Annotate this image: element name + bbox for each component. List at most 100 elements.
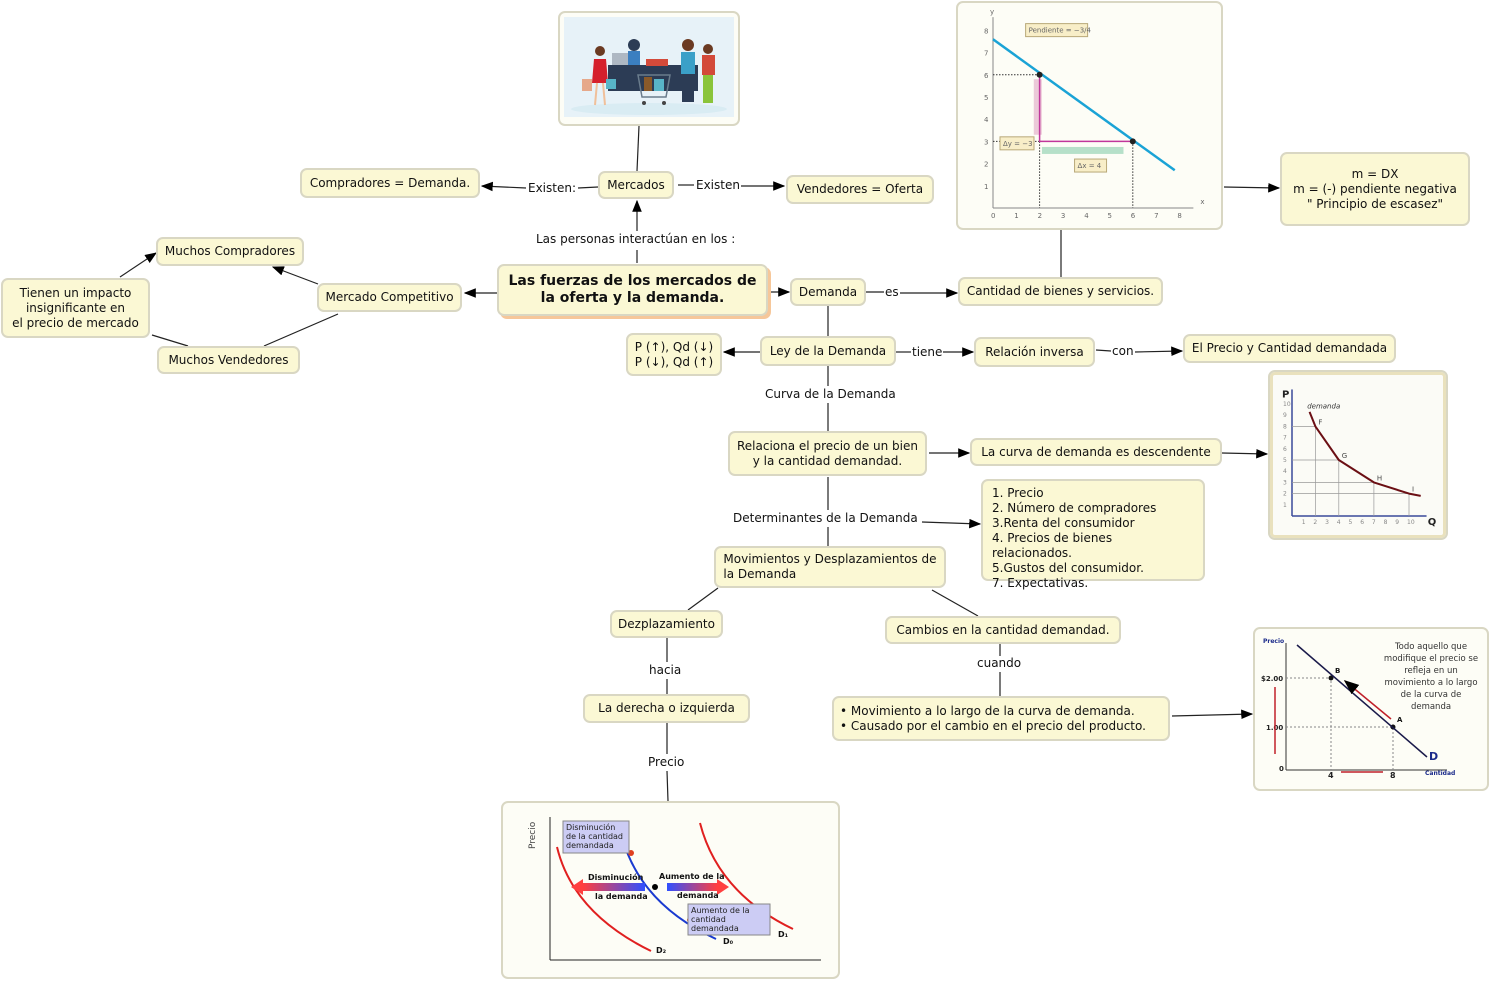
- guide-line: [1286, 726, 1394, 770]
- node-relacion-inversa[interactable]: Relación inversa: [974, 337, 1095, 367]
- x-tick-label: 8: [1177, 212, 1181, 220]
- shift-ylabel: Precio: [528, 821, 538, 849]
- link-label-es: es: [884, 285, 900, 299]
- node-cambios[interactable]: Cambios en la cantidad demandad.: [885, 616, 1121, 644]
- node-demanda[interactable]: Demanda: [790, 278, 866, 306]
- y-tick-label: 4: [1283, 468, 1287, 475]
- point-label: B: [1335, 667, 1340, 675]
- x-tick-label: 7: [1372, 519, 1376, 526]
- x-tick-label: 9: [1395, 519, 1399, 526]
- link: [687, 587, 719, 611]
- y-tick-label: 9: [1283, 412, 1287, 419]
- node-muchos-vendedores[interactable]: Muchos Vendedores: [157, 346, 300, 374]
- node-derecha-izquierda[interactable]: La derecha o izquierda: [583, 694, 750, 723]
- link-label-personas: Las personas interactúan en los :: [535, 232, 737, 246]
- node-movimiento-list[interactable]: • Movimiento a lo largo de la curva de d…: [832, 696, 1170, 741]
- dy-arrow: [1033, 79, 1042, 135]
- arrow-decrease-demand: [583, 883, 645, 891]
- x-axis-label: x: [1200, 198, 1204, 206]
- y-tick-label: 7: [984, 50, 988, 58]
- increase-demand-2: demanda: [677, 891, 719, 900]
- y-axis-label: Precio: [1263, 638, 1284, 645]
- x-tick-label: 5: [1108, 212, 1112, 220]
- link: [921, 518, 982, 529]
- data-point: [1036, 71, 1043, 78]
- price-move-arrow: [1343, 680, 1392, 720]
- node-mercado-competitivo[interactable]: Mercado Competitivo: [317, 283, 462, 312]
- y-tick-label: $2.00: [1261, 675, 1283, 683]
- link: [480, 181, 527, 192]
- node-determinantes-list[interactable]: 1. Precio 2. Número de compradores 3.Ren…: [981, 479, 1205, 590]
- main-topic-node[interactable]: Las fuerzas de los mercados de la oferta…: [497, 264, 768, 316]
- y-tick-label: 1: [1283, 502, 1287, 509]
- node-curva-descendente[interactable]: La curva de demanda es descendente: [970, 438, 1222, 466]
- link: [1095, 349, 1112, 352]
- y-tick-label: 0: [1279, 765, 1284, 773]
- x-tick-label: 4: [1084, 212, 1089, 220]
- guide-line: [1286, 677, 1332, 770]
- y-tick-label: 6: [984, 72, 989, 80]
- x-tick-label: 3: [1325, 519, 1329, 526]
- x-tick-label: 6: [1360, 519, 1364, 526]
- data-point: [1328, 675, 1334, 681]
- x-tick-label: 3: [1061, 212, 1065, 220]
- node-precio-cantidad[interactable]: El Precio y Cantidad demandada: [1183, 334, 1396, 363]
- link-label-curva: Curva de la Demanda: [764, 387, 897, 401]
- node-p-qd[interactable]: P (↑), Qd (↓) P (↓), Qd (↑): [626, 333, 722, 376]
- y-axis-label: y: [990, 8, 994, 16]
- point-label: I: [1412, 486, 1414, 494]
- demand-curve: [1308, 411, 1421, 497]
- x-tick-label: 5: [1349, 519, 1353, 526]
- link-label-tiene: tiene: [911, 345, 944, 359]
- x-axis-label: Cantidad: [1425, 770, 1455, 777]
- y-tick-label: 4: [984, 116, 989, 124]
- curve-d1: [699, 822, 794, 930]
- x-tick-label: 7: [1154, 212, 1158, 220]
- node-pendiente[interactable]: m = DX m = (-) pendiente negativa " Prin…: [1280, 152, 1470, 226]
- label-d2: D₂: [656, 946, 667, 955]
- y-axis-label: P: [1282, 389, 1289, 400]
- y-tick-label: 10: [1283, 401, 1291, 408]
- node-muchos-compradores[interactable]: Muchos Compradores: [156, 237, 304, 266]
- curve-label: D: [1429, 750, 1438, 763]
- node-vendedores-oferta[interactable]: Vendedores = Oferta: [786, 175, 934, 204]
- shopping-illustration: [558, 11, 740, 126]
- box-decrease-qty: [562, 820, 630, 854]
- x-tick-label: 1: [1302, 519, 1306, 526]
- y-tick-label: 8: [984, 27, 988, 35]
- y-tick-label: 5: [984, 94, 988, 102]
- link: [263, 313, 339, 347]
- label-d0: D₀: [723, 937, 734, 946]
- link-image-mercados: [636, 125, 640, 172]
- link-label-existen: Existen:: [527, 181, 578, 195]
- data-point: [1129, 138, 1136, 145]
- node-compradores-demanda[interactable]: Compradores = Demanda.: [300, 168, 480, 198]
- link-label-existen: Existen: [695, 178, 741, 192]
- dx-arrow: [1041, 146, 1124, 154]
- node-ley-demanda[interactable]: Ley de la Demanda: [760, 336, 896, 366]
- point-label: A: [1397, 716, 1403, 724]
- y-tick-label: 8: [1283, 423, 1287, 430]
- node-dezplazamiento[interactable]: Dezplazamiento: [610, 610, 723, 638]
- annotation-text: Δx = 4: [1078, 162, 1102, 170]
- point-label: H: [1377, 474, 1382, 482]
- x-axis-label: Q: [1428, 517, 1437, 528]
- guide-line: [1292, 493, 1410, 516]
- x-tick-label: 2: [1313, 519, 1317, 526]
- link: [1134, 346, 1184, 357]
- y-tick-label: 3: [1283, 479, 1287, 486]
- arrow-increase-head: [717, 879, 729, 895]
- annotation-box: [999, 136, 1035, 151]
- link-label-precio: Precio: [647, 755, 686, 769]
- node-impacto[interactable]: Tienen un impacto insignificante en el p…: [1, 278, 150, 338]
- y-tick-label: 6: [1283, 446, 1287, 453]
- node-relaciona[interactable]: Relaciona el precio de un bien y la cant…: [728, 431, 927, 476]
- point-label: G: [1342, 452, 1347, 460]
- node-movimientos[interactable]: Movimientos y Desplazamientos de la Dema…: [714, 546, 946, 588]
- node-cantidad-bienes[interactable]: Cantidad de bienes y servicios.: [958, 277, 1163, 306]
- node-mercados[interactable]: Mercados: [598, 171, 674, 199]
